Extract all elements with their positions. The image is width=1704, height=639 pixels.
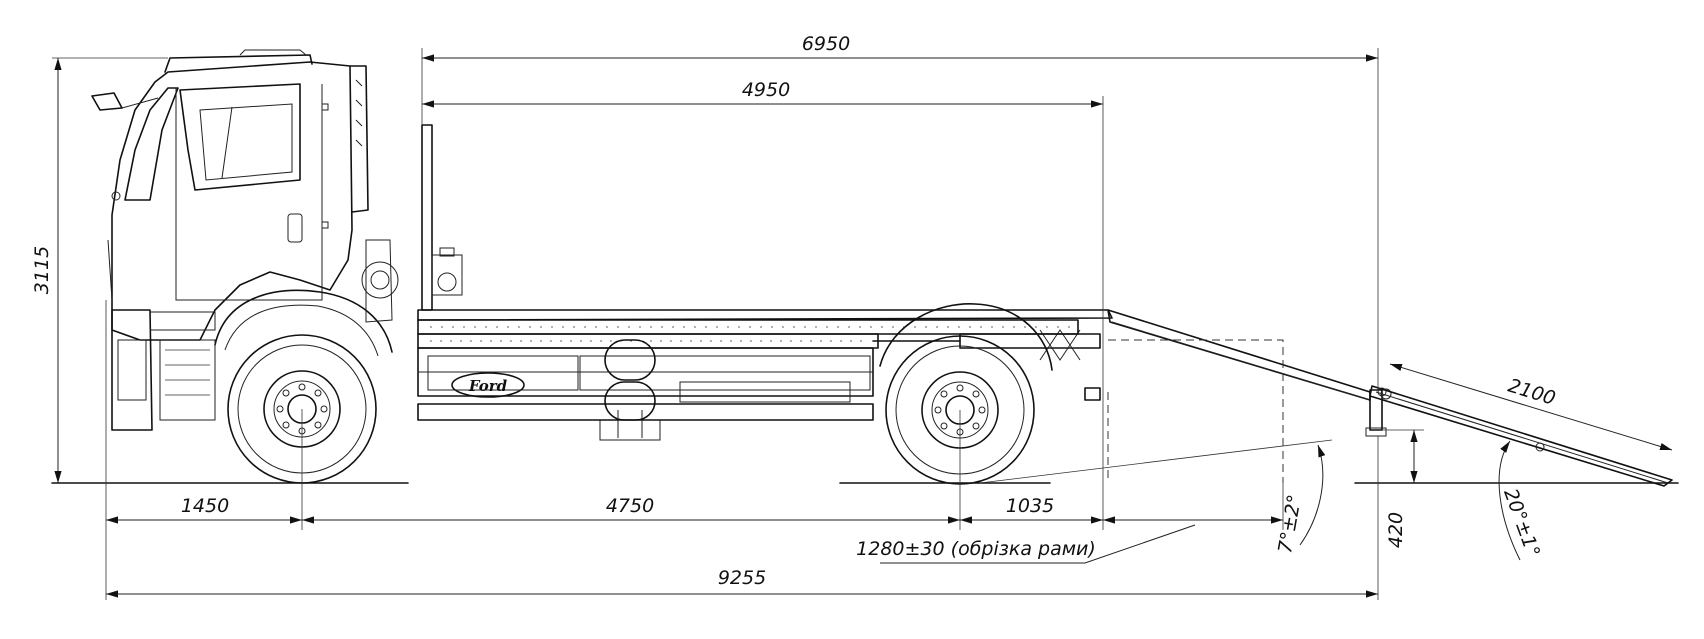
dimension-labels: 6950 4950 3115 1450 4750 1035 1280±30 (о… <box>31 33 1558 589</box>
dim-overall-deck-length: 6950 <box>802 33 850 55</box>
extension-lines <box>52 48 1424 600</box>
dim-overall-height: 3115 <box>31 246 53 294</box>
dim-flat-deck-length: 4950 <box>742 79 790 101</box>
dim-front-overhang: 1450 <box>181 495 229 517</box>
dim-overall-length: 9255 <box>718 567 766 589</box>
dimension-lines <box>54 54 1673 598</box>
dim-rear-overhang: 1035 <box>1006 495 1054 517</box>
dim-deck-tilt-angle: 7°±2° <box>1274 493 1306 555</box>
ford-logo: Ford <box>468 377 508 395</box>
dim-frame-cut: 1280±30 (обрізка рами) <box>856 538 1096 560</box>
deck-platform <box>417 124 1392 483</box>
truck-cab <box>91 49 399 431</box>
chassis-frame: Ford <box>417 329 1101 441</box>
rear-wheel <box>879 303 1053 485</box>
dim-wheelbase: 4750 <box>606 495 654 517</box>
dim-ramp-height: 420 <box>1385 512 1407 548</box>
dim-ramp-length: 2100 <box>1505 375 1558 410</box>
